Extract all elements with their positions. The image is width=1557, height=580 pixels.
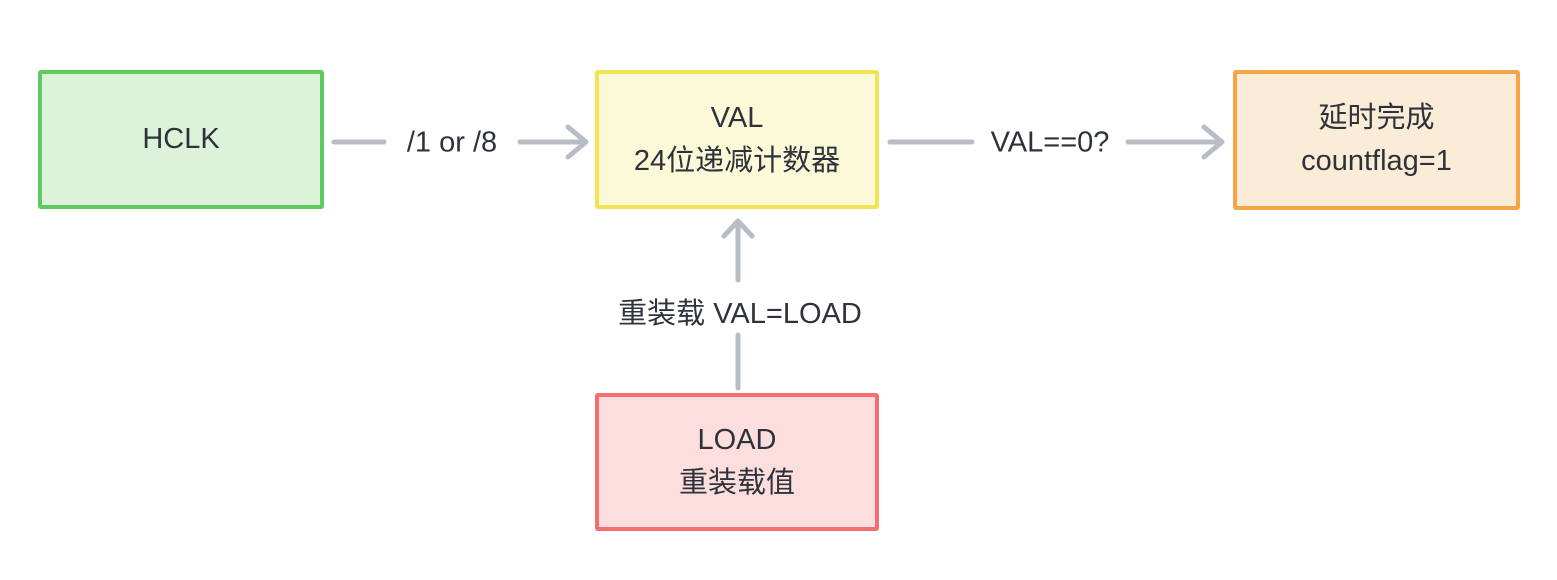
node-hclk-label: HCLK xyxy=(142,123,220,155)
node-val-counter: VAL 24位递减计数器 xyxy=(595,70,879,209)
arrow-load-to-val xyxy=(721,218,755,391)
edge-label-reload: 重装载 VAL=LOAD xyxy=(618,298,862,330)
node-load: LOAD 重装载值 xyxy=(595,393,879,531)
edge-label-val-zero: VAL==0? xyxy=(990,126,1110,159)
node-load-sublabel: 重装载值 xyxy=(678,467,795,499)
node-val-sublabel: 24位递减计数器 xyxy=(633,144,841,177)
arrow-hclk-to-val xyxy=(331,124,589,160)
node-delay-done: 延时完成 countflag=1 xyxy=(1233,70,1520,210)
node-val-label: VAL xyxy=(710,101,764,134)
edge-label-prescaler: /1 or /8 xyxy=(406,126,498,159)
arrowhead-right-icon xyxy=(565,124,589,160)
arrowhead-right-icon xyxy=(1201,124,1225,160)
arrowhead-up-icon xyxy=(721,218,755,239)
node-done-sublabel: countflag=1 xyxy=(1301,145,1452,177)
node-done-label: 延时完成 xyxy=(1318,102,1435,134)
arrow-val-to-done xyxy=(887,124,1225,160)
node-load-label: LOAD xyxy=(697,424,777,456)
node-hclk: HCLK xyxy=(38,70,324,209)
